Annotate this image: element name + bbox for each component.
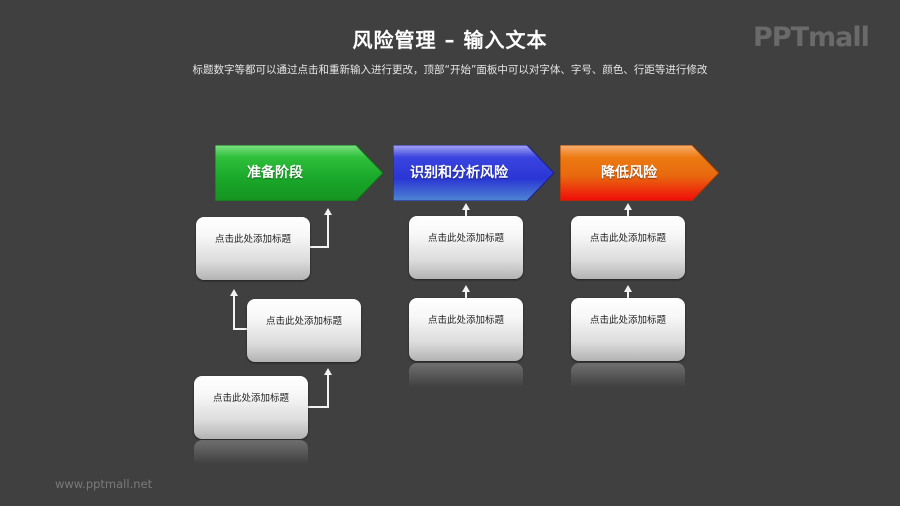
arrow-up-icon (230, 289, 238, 296)
box-reflection (571, 363, 685, 387)
connector-line (327, 375, 329, 408)
connector-line (627, 290, 629, 298)
page-title: 风险管理 – 输入文本 (352, 28, 548, 52)
title-placeholder-box[interactable]: 点击此处添加标题 (194, 376, 308, 439)
connector-line (309, 246, 328, 248)
title-placeholder-box[interactable]: 点击此处添加标题 (571, 216, 685, 279)
placeholder-text: 点击此处添加标题 (214, 234, 291, 245)
placeholder-text: 点击此处添加标题 (427, 315, 504, 326)
title-placeholder-box[interactable]: 点击此处添加标题 (196, 217, 310, 280)
connector-line (627, 208, 629, 216)
footer-url: www.pptmall.net (55, 477, 153, 491)
arrow-up-icon (462, 203, 470, 210)
box-reflection (409, 363, 523, 387)
arrow-up-icon (624, 285, 632, 292)
placeholder-text: 点击此处添加标题 (265, 316, 342, 327)
connector-line (233, 328, 248, 330)
placeholder-text: 点击此处添加标题 (589, 315, 666, 326)
box-reflection (194, 440, 308, 464)
arrow-up-icon (324, 208, 332, 215)
placeholder-text: 点击此处添加标题 (212, 393, 289, 404)
brand-logo: PPTmall (753, 22, 870, 53)
arrow-shape-icon (393, 145, 555, 201)
stage-label: 降低风险 (601, 165, 657, 181)
title-placeholder-box[interactable]: 点击此处添加标题 (409, 298, 523, 361)
page-subtitle: 标题数字等都可以通过点击和重新输入进行更改，顶部“开始”面板中可以对字体、字号、… (192, 64, 708, 76)
stage-arrow-reduce-risk[interactable]: 降低风险 (560, 145, 720, 201)
placeholder-text: 点击此处添加标题 (427, 233, 504, 244)
connector-line (465, 290, 467, 298)
arrow-shape-icon (215, 145, 384, 201)
connector-line (465, 208, 467, 216)
connector-line (308, 406, 328, 408)
arrow-up-icon (624, 203, 632, 210)
stage-label: 准备阶段 (247, 165, 303, 181)
title-placeholder-box[interactable]: 点击此处添加标题 (409, 216, 523, 279)
title-placeholder-box[interactable]: 点击此处添加标题 (247, 299, 361, 362)
arrow-shape-icon (560, 145, 720, 201)
connector-line (233, 296, 235, 329)
placeholder-text: 点击此处添加标题 (589, 233, 666, 244)
arrow-up-icon (324, 368, 332, 375)
stage-arrow-identify-analyze[interactable]: 识别和分析风险 (393, 145, 555, 201)
connector-line (327, 215, 329, 248)
stage-arrow-preparation[interactable]: 准备阶段 (215, 145, 384, 201)
stage-label: 识别和分析风险 (410, 165, 508, 181)
title-placeholder-box[interactable]: 点击此处添加标题 (571, 298, 685, 361)
arrow-up-icon (462, 285, 470, 292)
